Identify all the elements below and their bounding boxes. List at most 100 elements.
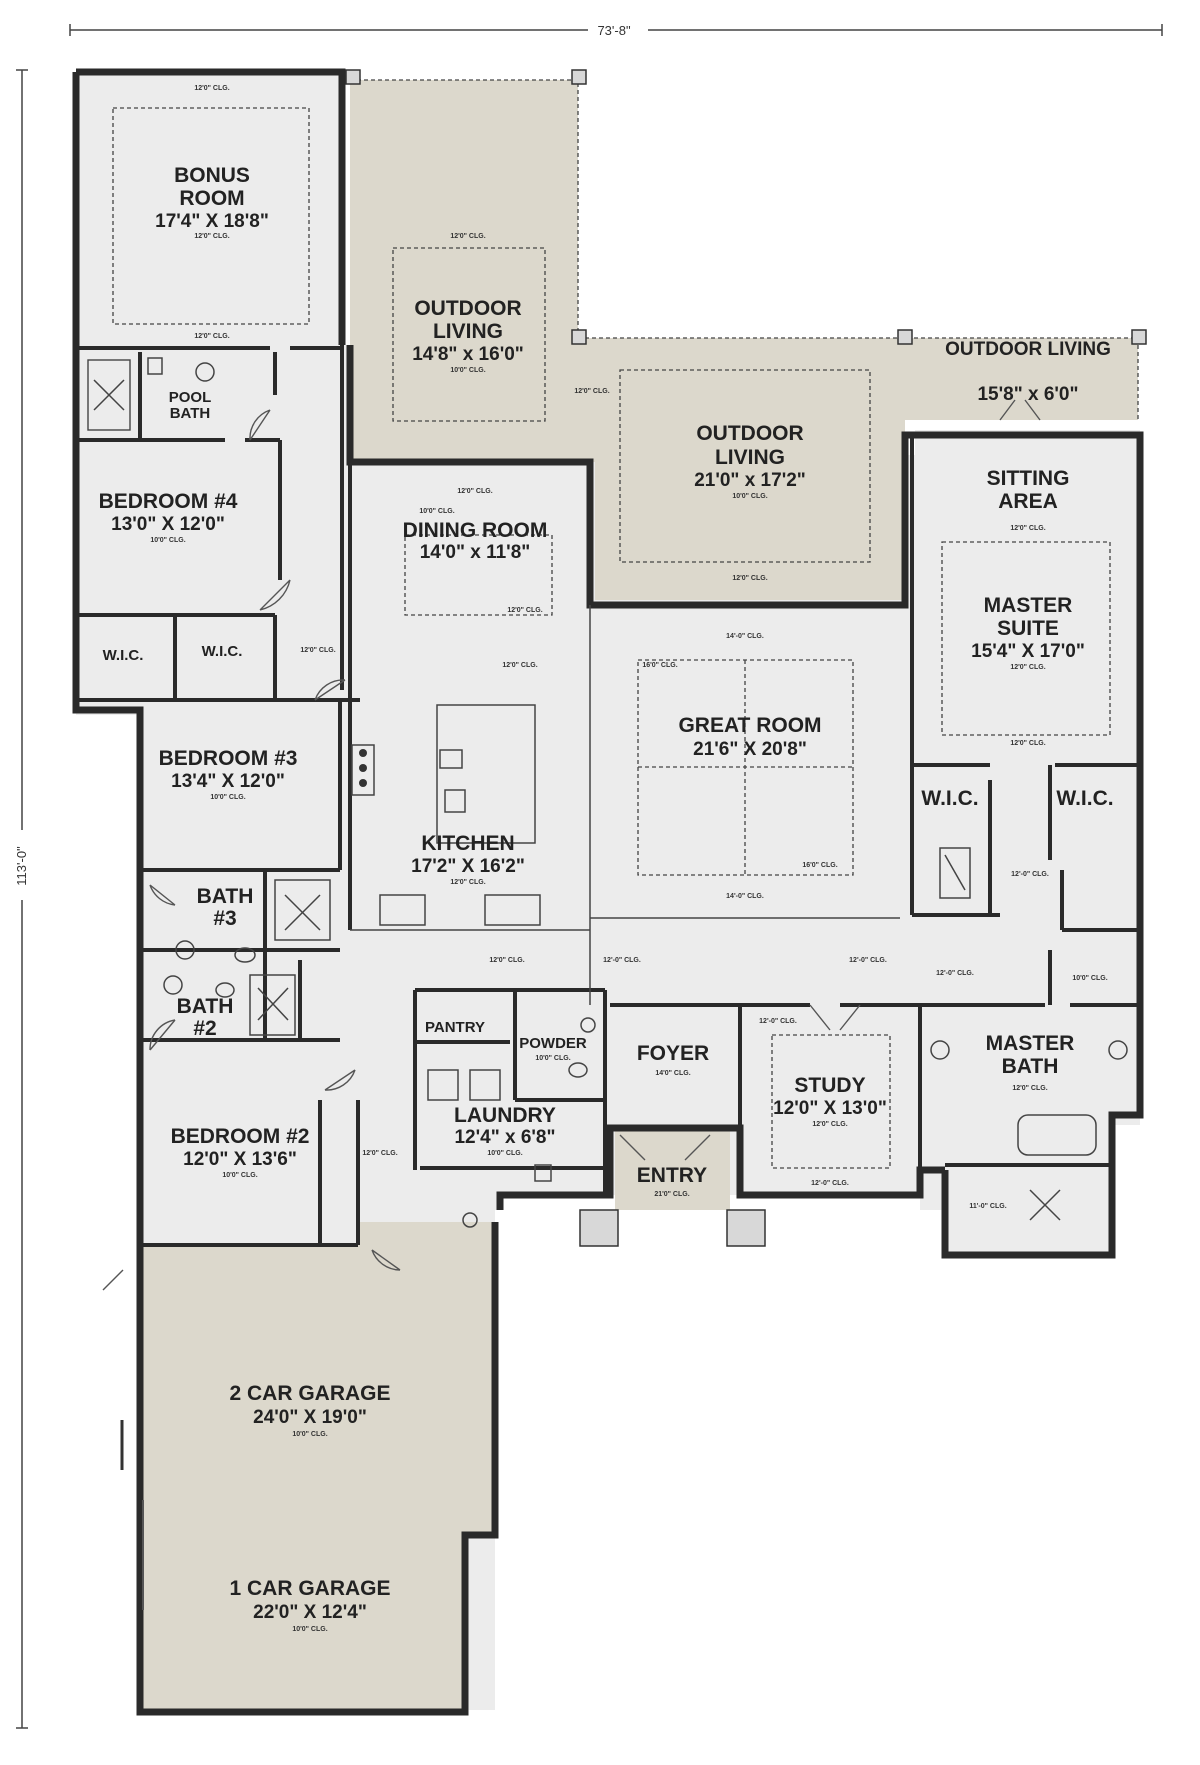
fixtures <box>87 357 1128 1610</box>
hall-ceiling: 12'0" CLG. <box>300 647 335 654</box>
outdoor-living-3-name: OUTDOOR LIVING <box>945 339 1111 360</box>
outdoor-living-1-ceiling: 10'0" CLG. <box>450 367 485 374</box>
great-room-top-ceiling: 14'-0" CLG. <box>726 633 764 640</box>
kitchen-upper-ceiling: 12'0" CLG. <box>502 662 537 669</box>
master-suite-bottom-ceiling: 12'0" CLG. <box>1010 740 1045 747</box>
outdoor-living-1-top-ceiling: 12'0" CLG. <box>450 233 485 240</box>
bedroom-2-name: BEDROOM #2 <box>171 1125 310 1148</box>
outdoor-living-2-left-ceiling: 12'0" CLG. <box>574 388 609 395</box>
bath-2-name-1: BATH <box>177 995 234 1018</box>
master-bath-name-2: BATH <box>1002 1055 1059 1078</box>
bedroom-2-ceiling: 10'0" CLG. <box>222 1172 257 1179</box>
laundry-dims: 12'4" x 6'8" <box>454 1127 555 1148</box>
bonus-bottom-ceiling: 12'0" CLG. <box>194 333 229 340</box>
outdoor-living-2-name-2: LIVING <box>715 446 785 469</box>
gallery-ceiling-e: 10'0" CLG. <box>1072 975 1107 982</box>
overall-width-label: 73'-8" <box>597 23 631 38</box>
sitting-area-name-2: AREA <box>998 490 1058 513</box>
garage-1-ceiling: 10'0" CLG. <box>292 1626 327 1633</box>
bedroom-4-dims: 13'0" X 12'0" <box>111 514 225 535</box>
bonus-room-name-1: BONUS <box>174 164 250 187</box>
garage-2-ceiling: 10'0" CLG. <box>292 1431 327 1438</box>
foyer-ceiling: 14'0" CLG. <box>655 1070 690 1077</box>
pool-bath-name-1: POOL <box>169 389 212 406</box>
exterior-walls <box>72 68 1147 1716</box>
bonus-room-dims: 17'4" X 18'8" <box>155 211 269 232</box>
pool-bath-name-2: BATH <box>170 405 211 422</box>
garage-1-dims: 22'0" X 12'4" <box>253 1602 367 1623</box>
master-suite-name-2: SUITE <box>997 617 1059 640</box>
bedroom-4-name: BEDROOM #4 <box>99 490 238 513</box>
master-bath-name-1: MASTER <box>986 1032 1075 1055</box>
bath-2-name-2: #2 <box>193 1017 216 1040</box>
dining-top-ceiling: 12'0" CLG. <box>457 488 492 495</box>
powder-ceiling: 10'0" CLG. <box>535 1055 570 1062</box>
bedroom-3-dims: 13'4" X 12'0" <box>171 771 285 792</box>
wic-bedroom-4-a: W.I.C. <box>103 647 144 664</box>
great-room-left-ceiling: 16'0" CLG. <box>642 662 677 669</box>
great-room-name: GREAT ROOM <box>678 714 821 737</box>
wic-master-2: W.I.C. <box>1056 787 1113 810</box>
bonus-top-ceiling: 12'0" CLG. <box>194 85 229 92</box>
master-hall-ceiling: 12'-0" CLG. <box>1011 871 1049 878</box>
dining-room-dims: 14'0" x 11'8" <box>420 542 531 563</box>
study-top-ceiling: 12'-0" CLG. <box>759 1018 797 1025</box>
bedroom-2-hall-ceiling: 12'0" CLG. <box>362 1150 397 1157</box>
wic-bedroom-4-b: W.I.C. <box>202 643 243 660</box>
great-room-dims: 21'6" X 20'8" <box>693 739 807 760</box>
master-suite-dims: 15'4" X 17'0" <box>971 641 1085 662</box>
outdoor-living-2-bottom-ceiling: 12'0" CLG. <box>732 575 767 582</box>
master-suite-ceiling: 12'0" CLG. <box>1010 664 1045 671</box>
gallery-ceiling-a: 12'0" CLG. <box>489 957 524 964</box>
garage-2-dims: 24'0" X 19'0" <box>253 1407 367 1428</box>
doors <box>102 399 1041 1291</box>
bedroom-3-ceiling: 10'0" CLG. <box>210 794 245 801</box>
garage-2-name: 2 CAR GARAGE <box>229 1382 390 1405</box>
bath-3-name-2: #3 <box>213 907 236 930</box>
overall-depth-label: 113'-0" <box>14 846 29 886</box>
dining-ceiling-b: 12'0" CLG. <box>507 607 542 614</box>
outdoor-living-1-dims: 14'8" x 16'0" <box>412 344 524 365</box>
ceiling-outlines <box>112 107 1111 1169</box>
gallery-ceiling-c: 12'-0" CLG. <box>849 957 887 964</box>
bedroom-4-ceiling: 10'0" CLG. <box>150 537 185 544</box>
great-room-right-ceiling: 16'0" CLG. <box>802 862 837 869</box>
outdoor-living-2-dims: 21'0" x 17'2" <box>694 470 806 491</box>
interior-walls <box>76 345 1140 1247</box>
outdoor-living-3-dims: 15'8" x 6'0" <box>977 384 1078 405</box>
outdoor-living-1-name-2: LIVING <box>433 320 503 343</box>
gallery-ceiling-d: 12'-0" CLG. <box>936 970 974 977</box>
master-bath-closet-ceiling: 11'-0" CLG. <box>969 1203 1006 1210</box>
sitting-area-name-1: SITTING <box>987 467 1070 490</box>
gallery-ceiling-b: 12'-0" CLG. <box>603 957 641 964</box>
bedroom-2-dims: 12'0" X 13'6" <box>183 1149 297 1170</box>
master-suite-name-1: MASTER <box>984 594 1073 617</box>
wic-master-1: W.I.C. <box>921 787 978 810</box>
study-dims: 12'0" X 13'0" <box>773 1098 887 1119</box>
bonus-room-name-2: ROOM <box>179 187 244 210</box>
dining-room-name: DINING ROOM <box>403 519 548 542</box>
outdoor-living-2-name-1: OUTDOOR <box>696 422 803 445</box>
room-labels: 12'0" CLG. BONUS ROOM 17'4" X 18'8" 12'0… <box>99 85 1114 1633</box>
sitting-area-ceiling: 12'0" CLG. <box>1010 525 1045 532</box>
garage-1-name: 1 CAR GARAGE <box>229 1577 390 1600</box>
entry-name: ENTRY <box>637 1164 707 1187</box>
kitchen-name: KITCHEN <box>421 832 514 855</box>
dining-ceiling-a: 10'0" CLG. <box>419 508 454 515</box>
powder-name: POWDER <box>519 1035 587 1052</box>
bath-3-name-1: BATH <box>197 885 254 908</box>
laundry-ceiling: 10'0" CLG. <box>487 1150 522 1157</box>
foyer-name: FOYER <box>637 1042 709 1065</box>
kitchen-dims: 17'2" X 16'2" <box>411 856 525 877</box>
kitchen-ceiling: 12'0" CLG. <box>450 879 485 886</box>
outdoor-living-2-ceiling: 10'0" CLG. <box>732 493 767 500</box>
entry-ceiling: 21'0" CLG. <box>654 1191 689 1198</box>
great-room-bottom-ceiling: 14'-0" CLG. <box>726 893 764 900</box>
study-bottom-ceiling: 12'-0" CLG. <box>811 1180 849 1187</box>
study-ceiling: 12'0" CLG. <box>812 1121 847 1128</box>
overall-dimensions: 73'-8" 113'-0" <box>14 23 1163 1729</box>
pantry-name: PANTRY <box>425 1019 485 1036</box>
laundry-name: LAUNDRY <box>454 1104 556 1127</box>
master-bath-ceiling: 12'0" CLG. <box>1012 1085 1047 1092</box>
